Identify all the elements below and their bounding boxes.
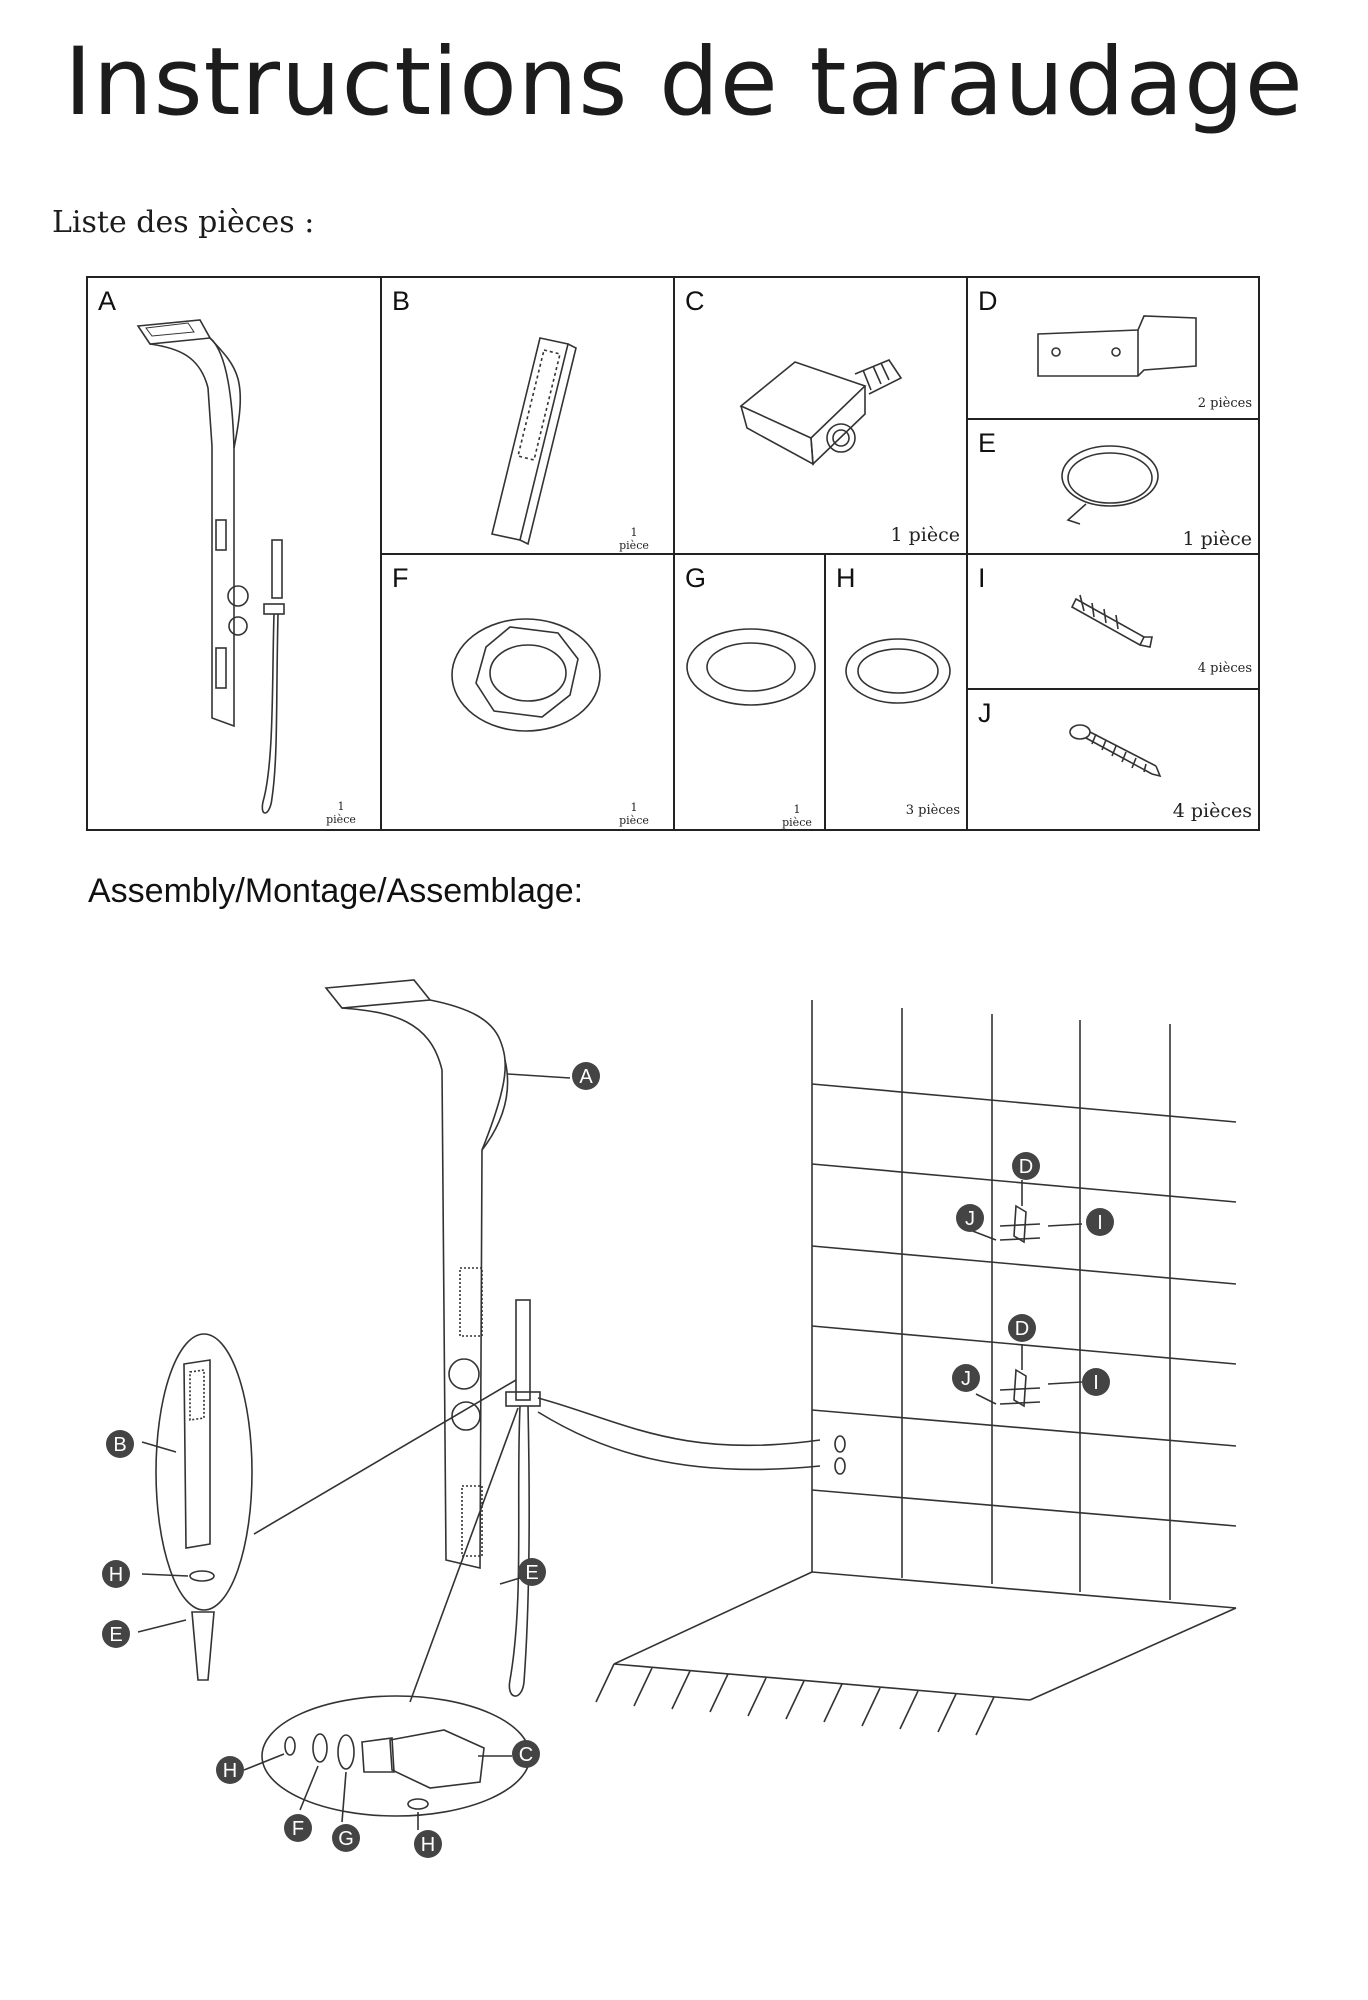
part-cell-d: D 2 pièces [968,278,1258,420]
part-cell-a: A 1 pièce [88,278,382,829]
callout-g: G [332,1824,360,1852]
shower-panel-icon [136,319,285,814]
callout-h-left: H [102,1560,130,1588]
callout-d-top: D [1012,1152,1040,1180]
washer-h-icon [845,638,951,704]
svg-text:D: D [1019,1156,1033,1178]
page-title: Instructions de taraudage [64,28,1304,137]
part-letter-d: D [978,286,998,316]
callout-e-panel: E [518,1558,546,1586]
part-letter-b: B [392,286,411,316]
floor [595,1571,1237,1736]
washer-g-icon [686,628,816,706]
flange-nut-icon [451,618,601,732]
shower-hose-icon [1061,445,1159,525]
svg-text:J: J [965,1208,975,1230]
part-cell-j: J 4 pièces [968,690,1258,829]
parts-list-heading: Liste des pièces : [52,205,315,240]
bracket-group-bottom [975,1368,1083,1408]
svg-text:H: H [223,1760,237,1782]
part-qty-c: 1 pièce [890,524,961,546]
part-qty-i: 4 pièces [1197,661,1252,676]
part-qty-a: 1 pièce [326,800,356,826]
callout-a: A [572,1062,600,1090]
svg-text:H: H [109,1564,123,1586]
callout-i-bottom: I [1082,1368,1110,1396]
svg-text:I: I [1097,1212,1103,1234]
callout-i-top: I [1086,1208,1114,1236]
assembly-heading: Assembly/Montage/Assemblage: [88,872,584,910]
svg-text:B: B [113,1434,126,1456]
part-cell-i: I 4 pièces [968,555,1258,690]
hand-shower-icon [491,337,577,546]
svg-text:I: I [1093,1372,1099,1394]
part-letter-g: G [685,563,707,593]
svg-text:G: G [338,1828,354,1850]
connector-detail [243,1073,1023,1830]
callouts: A D J I D J I B H E E H F G H C [102,1062,1114,1858]
part-qty-j: 4 pièces [1172,800,1252,822]
callout-j-top: J [956,1204,984,1232]
svg-text:H: H [421,1834,435,1856]
callout-b: B [106,1430,134,1458]
part-cell-h: H 3 pièces [826,555,968,829]
part-letter-h: H [836,563,856,593]
part-cell-g: G 1 pièce [675,555,826,829]
part-qty-e: 1 pièce [1182,528,1253,550]
svg-text:E: E [109,1624,122,1646]
callout-h-bottom-left: H [216,1756,244,1784]
part-cell-e: E 1 pièce [968,420,1258,555]
part-letter-a: A [98,286,117,316]
part-letter-i: I [978,563,986,593]
wall-plug-icon [1070,594,1153,648]
svg-text:F: F [292,1818,304,1840]
callout-j-bottom: J [952,1364,980,1392]
part-letter-j: J [978,698,992,728]
part-letter-c: C [685,286,705,316]
shower-panel-drawing [324,979,821,1697]
svg-text:J: J [961,1368,971,1390]
callout-f: F [284,1814,312,1842]
part-qty-g: 1 pièce [782,803,812,829]
svg-text:E: E [525,1562,538,1584]
part-qty-d: 2 pièces [1197,396,1252,411]
part-letter-f: F [392,563,409,593]
part-cell-c: C 1 pièce [675,278,968,555]
wall-connector-icon [739,359,903,466]
tiled-wall [811,1000,1237,1609]
svg-text:C: C [519,1744,533,1766]
bracket-group-top [969,1204,1083,1244]
callout-e-left: E [102,1620,130,1648]
part-cell-b: B 1 pièce [382,278,675,555]
screw-icon [1069,724,1162,778]
part-qty-f: 1 pièce [619,801,649,827]
part-letter-e: E [978,428,997,458]
part-qty-h: 3 pièces [905,803,960,818]
parts-grid: A 1 pièce B [86,276,1260,831]
part-qty-b: 1 pièce [619,526,649,552]
hand-shower-detail [137,1333,517,1681]
part-cell-f: F 1 pièce [382,555,675,829]
assembly-diagram: A D J I D J I B H E E H F G H C [102,979,1237,1858]
wall-bracket-icon [1037,315,1197,377]
svg-text:A: A [579,1066,593,1088]
callout-c: C [512,1740,540,1768]
svg-text:D: D [1015,1318,1029,1340]
callout-d-bottom: D [1008,1314,1036,1342]
callout-h-bottom: H [414,1830,442,1858]
